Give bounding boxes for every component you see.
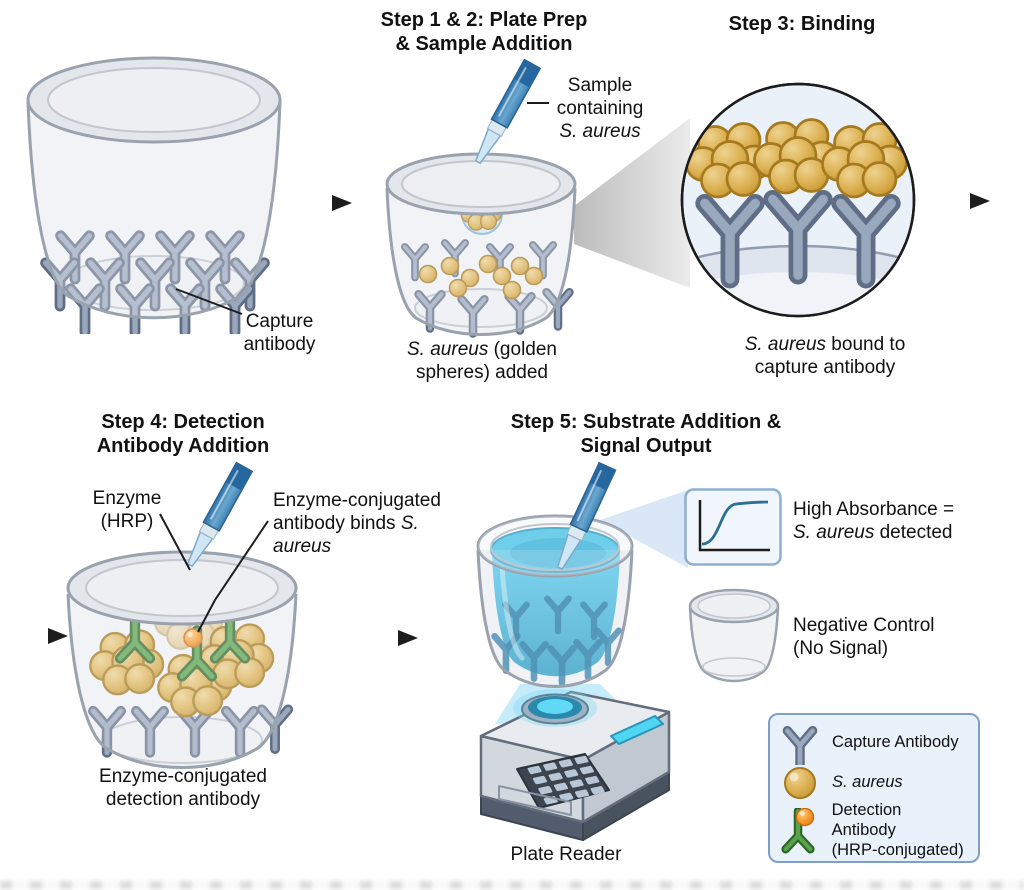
legend-row-detection: Detection Antibody (HRP-conjugated) <box>780 801 968 860</box>
step3-binding-circle <box>680 82 916 318</box>
sample-label-italic: S. aureus <box>559 121 641 143</box>
absorbance-curve-inset <box>684 488 782 566</box>
step3-title: Step 3: Binding <box>728 13 876 35</box>
keypad <box>516 753 610 809</box>
legend-row-saureus: S. aureus <box>780 765 968 801</box>
step2-well-illustration <box>385 152 577 348</box>
step12-caption-italic: S. aureus <box>407 339 489 360</box>
legend-row-capture: Capture Antibody <box>780 721 968 765</box>
step5-title: Step 5: Substrate Addition & Signal Outp… <box>510 411 782 458</box>
capture-antibody-label: Capture antibody <box>243 311 316 356</box>
step3-caption: S. aureus bound to capture antibody <box>730 333 920 379</box>
conjugate-label: Enzyme-conjugated antibody binds S. aure… <box>273 489 453 559</box>
step3-caption-plain: bound to capture antibody <box>754 334 906 379</box>
high-absorbance-label: High Absorbance = S. aureus detected <box>793 498 1018 544</box>
step4-well-illustration <box>66 550 298 769</box>
arrow-step4-to-step5 <box>356 629 420 647</box>
legend-capture-label: Capture Antibody <box>832 733 959 752</box>
detection-antibody-icon <box>780 807 820 854</box>
legend: Capture Antibody S. aureus Detection Ant… <box>768 713 980 863</box>
step12-caption-plain: (golden spheres) added <box>415 339 557 384</box>
arrow-step3-next <box>928 192 992 210</box>
plate-reader-label: Plate Reader <box>510 844 622 865</box>
high-absorbance-rest: detected <box>874 522 953 544</box>
sample-label-plain: Sample containing <box>556 75 644 120</box>
cropped-text-artifact <box>0 881 1024 889</box>
conjugate-label-plain: Enzyme-conjugated antibody binds <box>273 490 441 535</box>
inset-cone <box>600 490 688 568</box>
step1-well-illustration <box>26 56 282 334</box>
legend-detection-label: Detection Antibody (HRP-conjugated) <box>831 801 964 859</box>
arrow-step1-to-step2 <box>290 194 354 212</box>
plate-reader-illustration <box>479 689 671 841</box>
step4-title: Step 4: Detection Antibody Addition <box>96 411 270 458</box>
saureus-icon <box>784 767 816 799</box>
capture-antibody-icon <box>780 721 820 765</box>
step12-title: Step 1 & 2: Plate Prep & Sample Addition <box>380 9 588 56</box>
step12-caption: S. aureus (golden spheres) added <box>393 338 571 384</box>
high-absorbance-italic: S. aureus <box>793 522 875 544</box>
sample-label: Sample containing S. aureus <box>548 74 652 144</box>
negative-control-well <box>688 588 780 683</box>
magnifier-cone <box>574 118 690 288</box>
status-light <box>610 715 664 745</box>
arrow-into-step4 <box>6 627 70 645</box>
high-absorbance-line1: High Absorbance = <box>793 499 955 520</box>
enzyme-hrp-label: Enzyme (HRP) <box>92 488 162 533</box>
negative-control-label: Negative Control (No Signal) <box>793 615 935 660</box>
step3-caption-italic: S. aureus <box>744 334 827 355</box>
step4-caption: Enzyme-conjugated detection antibody <box>99 766 267 811</box>
legend-saureus-label: S. aureus <box>832 773 903 792</box>
conjugate-label-italic: S. aureus <box>273 513 419 558</box>
